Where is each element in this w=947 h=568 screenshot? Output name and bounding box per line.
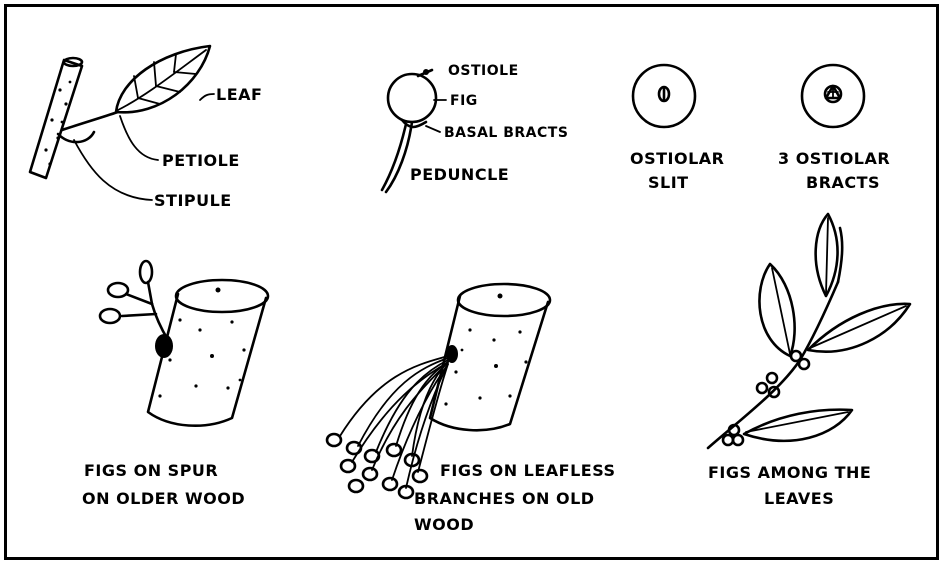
ostiolar-slit-drawing [633,65,695,127]
figs-among-leaves-drawing [708,214,910,448]
twig-with-leaf-drawing [30,46,214,200]
basal-bracts-label: BASAL BRACTS [444,122,568,144]
figs-among-leaves-label-line2: LEAVES [764,488,834,510]
figs-leafless-label-line3: WOOD [414,514,474,536]
figs-on-spur-label-line2: ON OLDER WOOD [82,488,245,510]
peduncle-label: PEDUNCLE [410,164,509,186]
ostiolar-slit-label-line2: SLIT [648,172,689,194]
figs-among-leaves-label-line1: FIGS AMONG THE [708,462,871,484]
figs-leafless-label-line2: BRANCHES ON OLD [414,488,595,510]
figs-leafless-label-line1: FIGS ON LEAFLESS [440,460,616,482]
petiole-label: PETIOLE [162,150,240,172]
figs-on-spur-label-line1: FIGS ON SPUR [84,460,218,482]
three-ostiolar-bracts-drawing [802,65,864,127]
three-ostiolar-bracts-label-line1: 3 OSTIOLAR [778,148,890,170]
ostiole-label: OSTIOLE [448,60,519,82]
fig-label: FIG [450,90,478,112]
leaf-label: LEAF [216,84,262,106]
ostiolar-slit-label-line1: OSTIOLAR [630,148,725,170]
figs-on-spur-drawing [100,261,268,426]
three-ostiolar-bracts-label-line2: BRACTS [806,172,880,194]
stipule-label: STIPULE [154,190,232,212]
